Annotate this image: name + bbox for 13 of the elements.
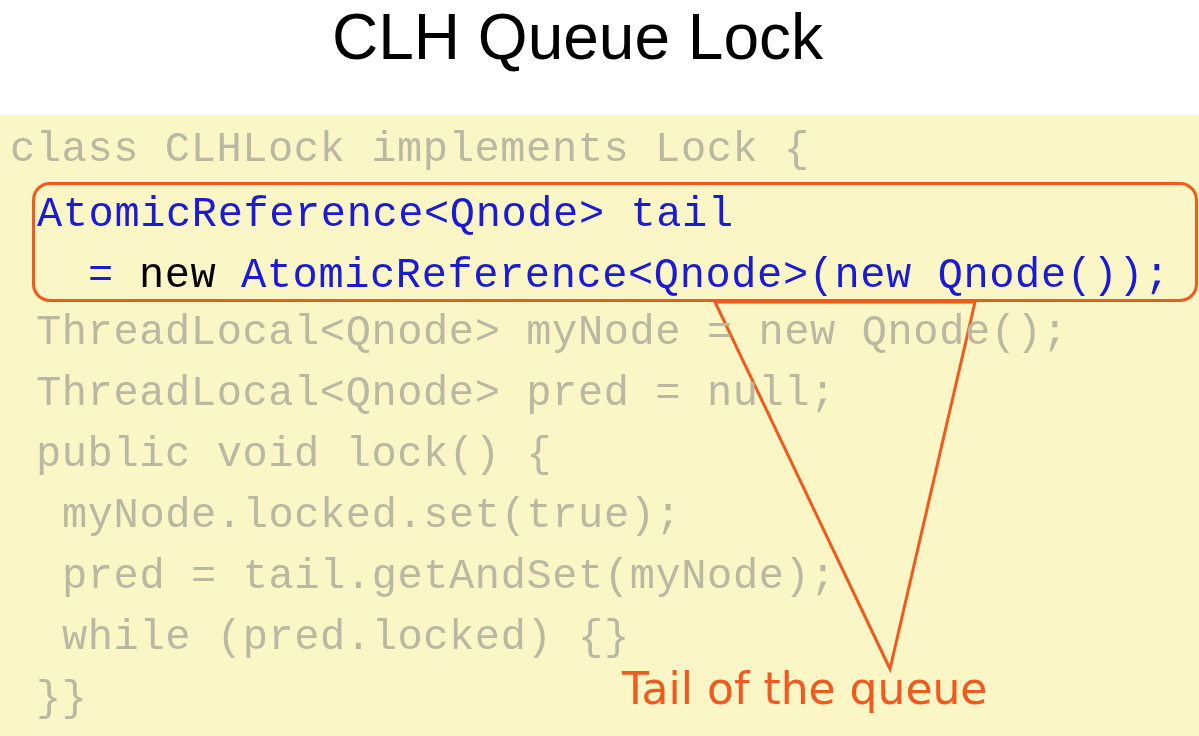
code-line: pred = tail.getAndSet(myNode); xyxy=(62,552,837,603)
code-line: public void lock() { xyxy=(36,430,553,481)
code-text: AtomicReference<Qnode> tail xyxy=(37,190,734,241)
code-line: class CLHLock implements Lock { xyxy=(10,125,810,176)
code-line: }} xyxy=(36,674,88,725)
highlight-box xyxy=(32,182,1198,302)
code-text: = xyxy=(88,251,114,302)
code-line: myNode.locked.set(true); xyxy=(62,491,682,542)
slide-title: CLH Queue Lock xyxy=(331,0,824,75)
code-text: AtomicReference<Qnode>(new Qnode()); xyxy=(241,251,1170,302)
callout-text: Tail of the queue xyxy=(622,664,988,714)
code-line: while (pred.locked) {} xyxy=(62,613,630,664)
code-text: new xyxy=(139,251,217,302)
